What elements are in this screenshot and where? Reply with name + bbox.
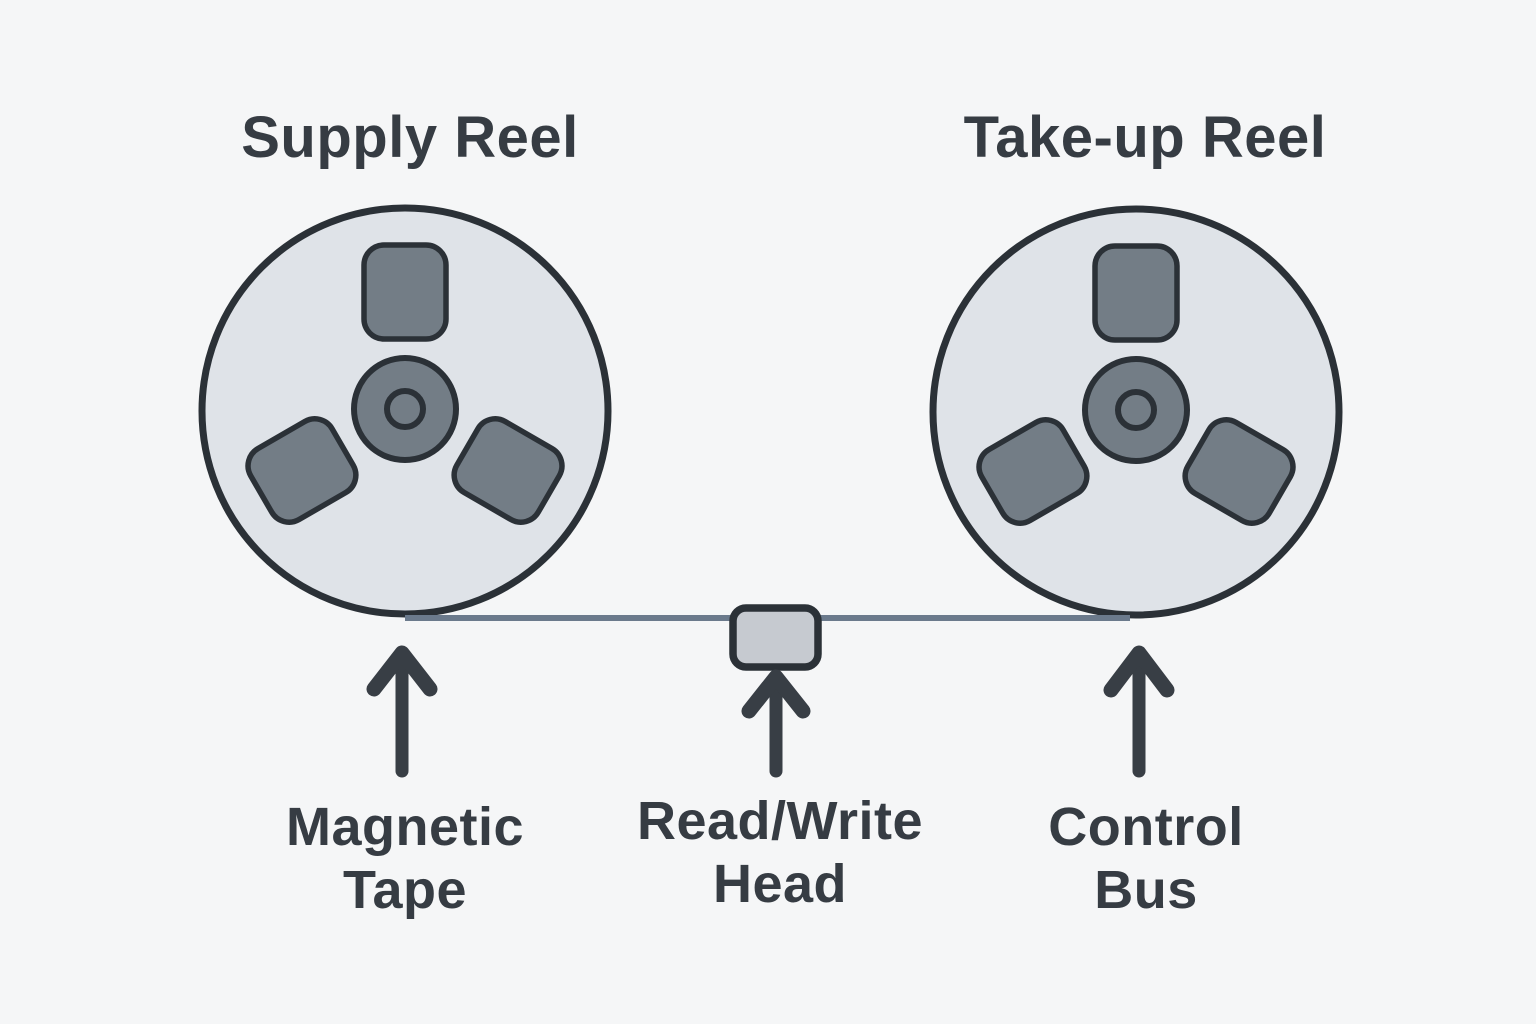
takeup-reel-title: Take-up Reel — [963, 105, 1327, 170]
magnetic-tape-label: Magnetic Tape — [195, 796, 615, 921]
reel-spoke — [1092, 243, 1180, 343]
control-bus-label-line1: Control — [1048, 797, 1244, 857]
read-write-head — [729, 604, 822, 671]
arrow-up-icon — [366, 645, 438, 778]
reel-spokes — [245, 242, 565, 525]
read-write-head-label-line2: Head — [712, 853, 848, 914]
magnetic-tape-label-line1: Magnetic — [285, 797, 525, 857]
supply-reel-title: Supply Reel — [241, 105, 579, 170]
control-bus-label-line2: Bus — [1094, 859, 1198, 920]
magnetic-tape-label-line2: Tape — [342, 859, 468, 920]
reel-spoke — [361, 242, 449, 342]
read-write-head-label-line1: Read/Write — [636, 791, 924, 851]
reel-spindle-hole — [384, 388, 426, 430]
reel-spokes — [976, 243, 1296, 526]
reel-spoke — [976, 417, 1090, 526]
read-write-head-label: Read/Write Head — [570, 790, 990, 915]
reel-spindle-hole — [1115, 389, 1157, 431]
takeup-reel-icon — [929, 205, 1343, 619]
arrow-up-icon — [1103, 645, 1175, 778]
control-bus-label: Control Bus — [936, 796, 1356, 921]
arrow-up-icon — [741, 669, 811, 778]
reel-spoke — [451, 416, 565, 525]
reel-spoke — [245, 416, 359, 525]
reel-spoke — [1182, 417, 1296, 526]
supply-reel-icon — [198, 204, 612, 618]
